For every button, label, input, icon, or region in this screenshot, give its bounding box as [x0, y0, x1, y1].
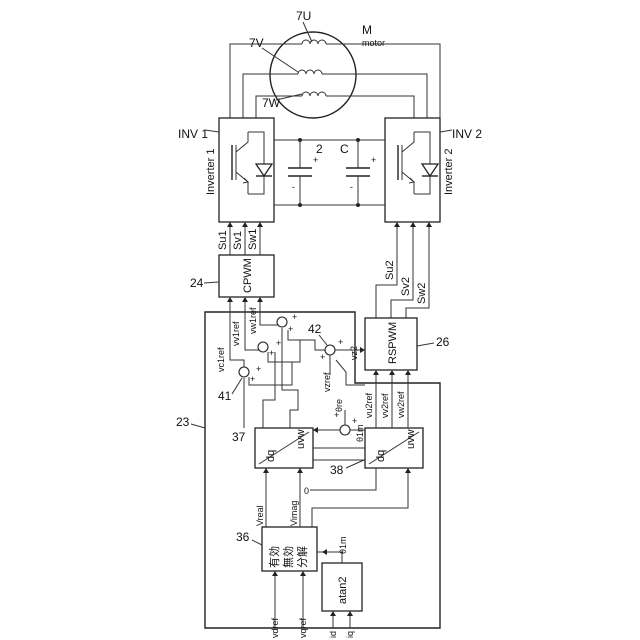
vw1-label: vw1ref: [248, 307, 258, 334]
svg-text:-: -: [292, 182, 295, 192]
inverter-2-name: Inverter 2: [443, 149, 455, 195]
svg-text:dq: dq: [265, 450, 277, 462]
svg-text:uvw: uvw: [405, 429, 417, 449]
svg-text:分解: 分解: [295, 546, 309, 568]
rspwm-block: RSPWM 26: [365, 318, 450, 370]
ref-26: 26: [436, 335, 450, 349]
motor-letter: M: [362, 23, 372, 37]
inv2-tag: INV 2: [452, 127, 482, 141]
vv1-label: vv1ref: [231, 321, 241, 346]
motor-circle: [270, 32, 356, 118]
summer-u: [239, 367, 249, 377]
leader-7v: [262, 48, 298, 72]
vc1-label: vc1ref: [216, 347, 226, 372]
motor-word: motor: [362, 38, 385, 48]
id-label: id: [328, 631, 338, 638]
vu2-label: vu2ref: [364, 392, 374, 418]
sv2-label: Sv2: [400, 277, 412, 296]
lead-u-right: [326, 44, 440, 118]
cap-ref-c: C: [340, 142, 349, 156]
svg-text:CPWM: CPWM: [242, 258, 254, 293]
ref-36: 36: [236, 530, 250, 544]
svg-text:-: -: [350, 182, 353, 192]
sw2-label: Sw2: [416, 283, 428, 304]
vz-ref-label: vzref: [322, 372, 332, 392]
atan2-block: atan2 θ1m id iq: [317, 536, 362, 638]
inverter-2: Inverter 2 INV 2: [385, 118, 482, 222]
theta-1m-b-label: θ1m: [338, 536, 348, 554]
su1-label: Su1: [217, 230, 229, 250]
inv1-tag: INV 1: [178, 127, 208, 141]
zero-label: 0: [304, 486, 309, 496]
ref-37: 37: [232, 430, 246, 444]
svg-text:RSPWM: RSPWM: [387, 322, 399, 364]
dq-uvw-37: dq uvw 37: [232, 428, 313, 468]
lead-w-right: [326, 96, 414, 118]
svg-text:atan2: atan2: [337, 576, 349, 604]
inverter-1: Inverter 1 INV 1: [178, 118, 274, 222]
coil-v: [298, 70, 322, 74]
svg-text:+: +: [338, 337, 343, 347]
cap-ref-2: 2: [316, 142, 323, 156]
v-real-label: Vreal: [255, 505, 265, 526]
vd-ref-label: vdref: [270, 617, 280, 638]
svg-text:+: +: [371, 155, 376, 165]
inverter-1-name: Inverter 1: [205, 149, 217, 195]
svg-text:有効: 有効: [267, 546, 281, 568]
v-imag-label: Vimag: [289, 501, 299, 526]
summer-w: [277, 317, 287, 327]
ref-41: 41: [218, 389, 232, 403]
summer-v: [258, 342, 268, 352]
ref-24: 24: [190, 276, 204, 290]
svg-text:+: +: [334, 410, 339, 420]
svg-text:無効: 無効: [281, 546, 295, 568]
coil-w: [302, 92, 326, 96]
svg-text:+: +: [276, 338, 281, 348]
coil-v-label: 7V: [249, 36, 264, 50]
dq-uvw-38: dq uvw 38 vu2ref vv2ref vw2ref: [330, 370, 423, 477]
motor-ref-label: 7U: [296, 9, 311, 23]
vw2-label: vw2ref: [396, 391, 406, 418]
svg-text:+: +: [288, 324, 293, 334]
cpwm-inputs: vc1ref vv1ref vw1ref: [216, 297, 282, 372]
summer-42: vz2 + + vzref 42: [308, 322, 365, 392]
coil-u: [302, 40, 326, 44]
angle-summer: θre θ1m + +: [313, 399, 365, 442]
ref-38: 38: [330, 463, 344, 477]
su2-label: Su2: [384, 260, 396, 280]
svg-text:+: +: [256, 364, 261, 374]
svg-text:uvw: uvw: [295, 429, 307, 449]
svg-text:+: +: [352, 416, 357, 426]
svg-text:+: +: [313, 155, 318, 165]
ref-23: 23: [176, 415, 190, 429]
gate-signals-1: Su1 Sv1 Sw1: [217, 222, 263, 255]
cpwm-block: CPWM 24: [190, 255, 274, 297]
gate-signals-2: Su2 Sv2 Sw2: [376, 222, 432, 318]
svg-text:+: +: [320, 352, 325, 362]
svg-text:dq: dq: [375, 450, 387, 462]
coil-w-label: 7W: [262, 96, 281, 110]
svg-text:+: +: [269, 348, 274, 358]
sv1-label: Sv1: [232, 231, 244, 250]
vz2-label: vz2: [349, 346, 359, 360]
dc-bus: + - + - 2 C: [274, 138, 385, 207]
iq-label: iq: [345, 631, 355, 638]
vq-ref-label: vqref: [298, 617, 308, 638]
theta-1m-label: θ1m: [355, 424, 365, 442]
sw1-label: Sw1: [247, 229, 259, 250]
svg-text:+: +: [250, 374, 255, 384]
motor: 7U 7V 7W M motor: [230, 9, 440, 118]
ref-42: 42: [308, 322, 322, 336]
vv2-label: vv2ref: [380, 393, 390, 418]
svg-text:+: +: [292, 312, 297, 322]
